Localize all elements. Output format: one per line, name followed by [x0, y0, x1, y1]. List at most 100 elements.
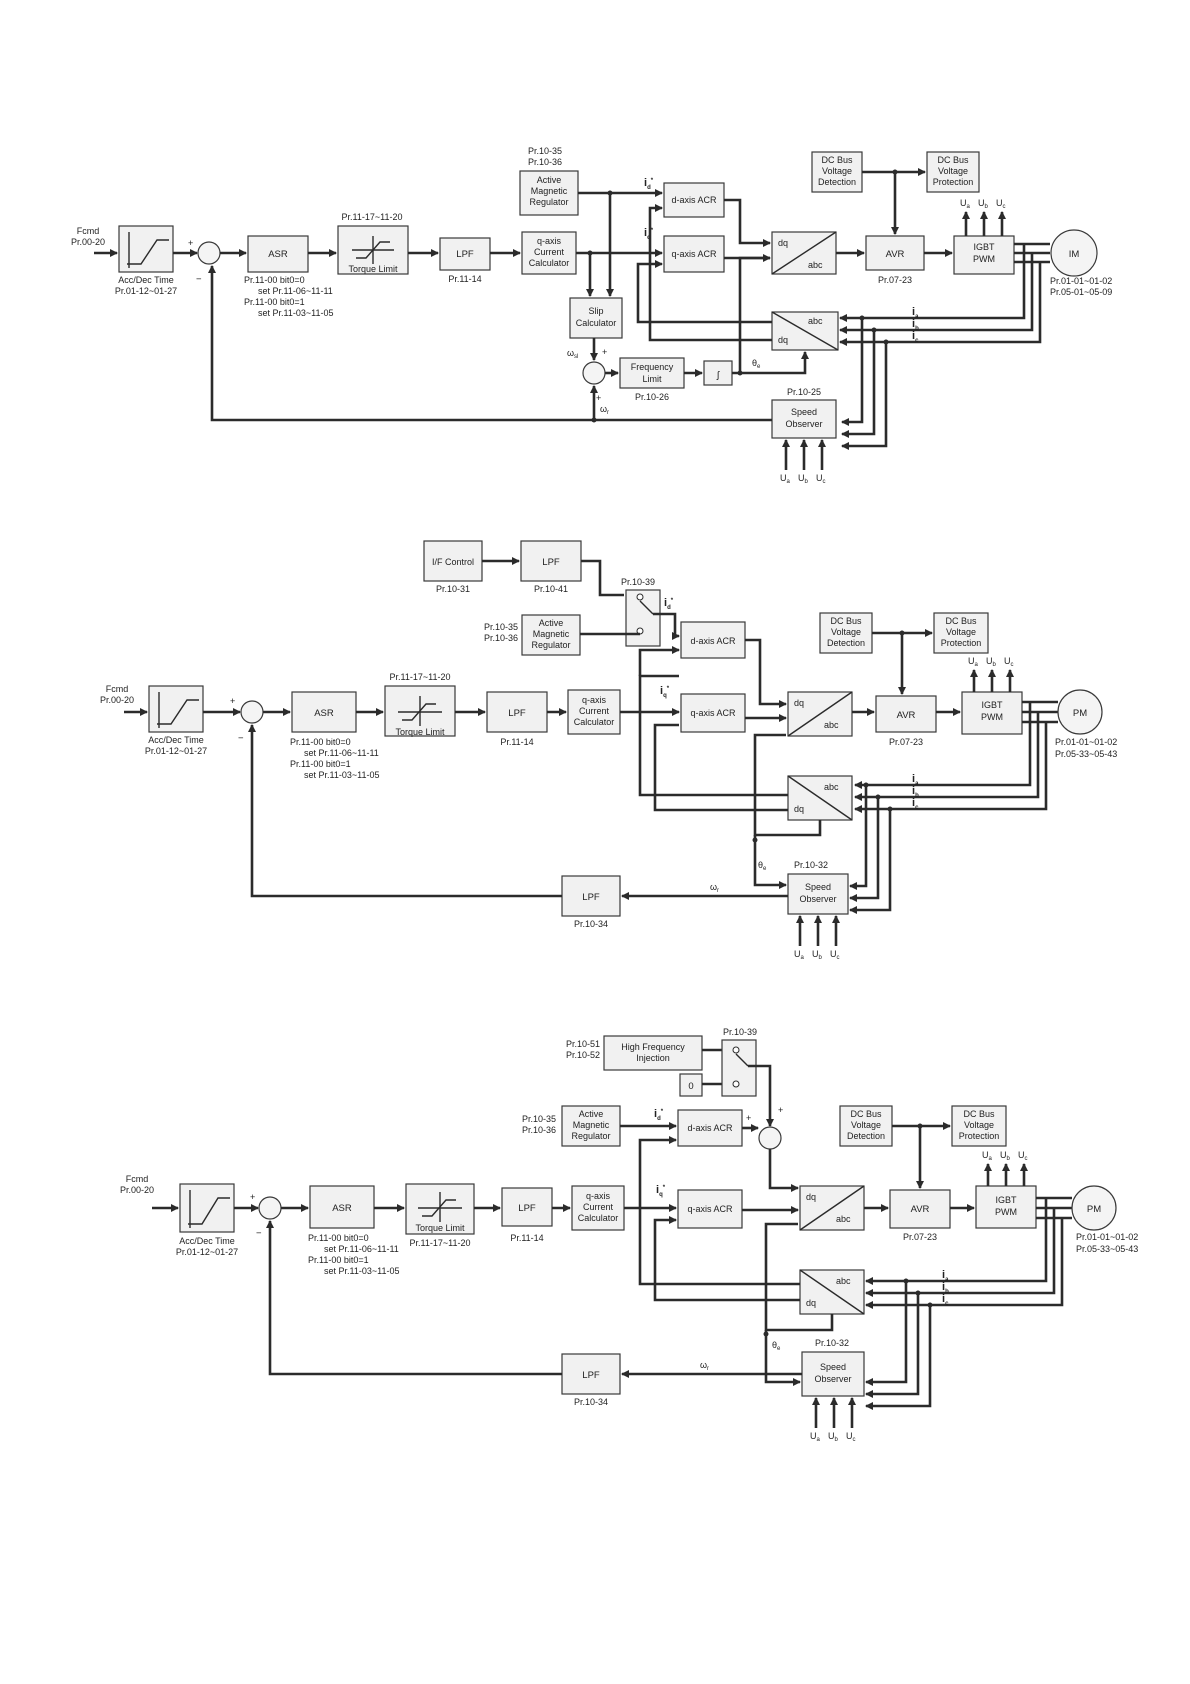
dcprot2-line-1: DC Bus — [945, 616, 977, 626]
svg-text:Ua: Ua — [794, 949, 805, 961]
frequency-limit-block — [619, 357, 685, 389]
torque2-param: Pr.11-17~11-20 — [390, 672, 451, 682]
speed-summing-junction — [197, 241, 221, 265]
high-frequency-injection-block — [603, 1035, 703, 1071]
d-acr2-label: d-axis ACR — [690, 636, 736, 646]
asr3-block — [309, 1185, 375, 1229]
svg-text:ic: ic — [912, 330, 919, 344]
amr3-line-2: Magnetic — [573, 1120, 610, 1130]
avr3-block — [889, 1189, 951, 1229]
lpf-block — [439, 237, 491, 271]
svg-text:+: + — [746, 1113, 751, 1123]
qcalc3-block — [571, 1185, 625, 1231]
svg-text:+: + — [188, 238, 193, 248]
induction-motor — [1050, 229, 1098, 277]
avr2-label: AVR — [897, 710, 916, 721]
asr2-label: ASR — [314, 708, 334, 719]
amr-line-1: Active — [537, 175, 562, 185]
fcmd3-label: Fcmd — [126, 1174, 149, 1184]
amr-param-1: Pr.10-35 — [528, 146, 562, 156]
dcdet-line-2: Voltage — [822, 166, 852, 176]
acc2-label: Acc/Dec Time — [148, 735, 204, 745]
asr-label: ASR — [268, 249, 288, 260]
igbt2-line-2: PWM — [981, 712, 1003, 722]
hfi-param-1: Pr.10-51 — [566, 1039, 600, 1049]
dq3-label: dq — [806, 1192, 816, 1202]
acc-dec-block — [118, 225, 174, 273]
svg-text:Uc: Uc — [1004, 656, 1014, 668]
amr2-line-3: Regulator — [531, 640, 570, 650]
acc-dec-param: Pr.01-12~01-27 — [115, 286, 177, 296]
svg-text:Uc: Uc — [816, 473, 826, 485]
amr3-param-1: Pr.10-35 — [522, 1114, 556, 1124]
speed-observer-block — [771, 399, 837, 439]
pm-motor3-param-2: Pr.05-33~05-43 — [1076, 1244, 1138, 1254]
torque2-label: Torque Limit — [395, 727, 445, 737]
lpf2-param: Pr.10-41 — [534, 584, 568, 594]
dcprot2-block — [933, 612, 989, 654]
igbt-line-1: IGBT — [973, 242, 995, 252]
igbt3-line-1: IGBT — [995, 1195, 1017, 1205]
acc3-label: Acc/Dec Time — [179, 1236, 235, 1246]
avr3-param: Pr.07-23 — [903, 1232, 937, 1242]
qcalc-line-1: q-axis — [537, 236, 562, 246]
torque-limit-param: Pr.11-17~11-20 — [342, 212, 403, 222]
svg-text:Uc: Uc — [996, 198, 1006, 210]
igbt2-block — [961, 691, 1023, 735]
lpf-3-block — [501, 1187, 553, 1227]
dcprot2-line-3: Protection — [941, 638, 982, 648]
lpf3-label: LPF — [582, 892, 600, 903]
obs3-line-1: Speed — [820, 1362, 846, 1372]
svg-text:θe: θe — [772, 1340, 781, 1352]
acc-dec-label: Acc/Dec Time — [118, 275, 174, 285]
svg-text:Ua: Ua — [968, 656, 979, 668]
zero-label: 0 — [688, 1081, 693, 1092]
svg-text:iq*: iq* — [660, 685, 670, 699]
svg-text:Ub: Ub — [978, 198, 989, 210]
dq2b-label: dq — [794, 804, 804, 814]
dcdet3-line-2: Voltage — [851, 1120, 881, 1130]
if-control-param: Pr.10-31 — [436, 584, 470, 594]
avr2-block — [875, 695, 937, 733]
switch-param: Pr.10-39 — [621, 577, 655, 587]
dq2-label: dq — [794, 698, 804, 708]
amr3-line-1: Active — [579, 1109, 604, 1119]
svg-text:id*: id* — [654, 1108, 664, 1122]
speed-observer2-block — [787, 873, 849, 915]
avr3-label: AVR — [911, 1204, 930, 1215]
q-acr2-block — [680, 693, 746, 733]
avr-param: Pr.07-23 — [878, 275, 912, 285]
amr-line-3: Regulator — [529, 197, 568, 207]
pm-motor-param-2: Pr.05-33~05-43 — [1055, 749, 1117, 759]
svg-text:+: + — [230, 696, 235, 706]
hfi-line-1: High Frequency — [621, 1042, 685, 1052]
pm-motor-3 — [1071, 1185, 1117, 1231]
svg-text:Ub: Ub — [812, 949, 823, 961]
asr3-note-2: set Pr.11-06~11-11 — [324, 1244, 399, 1254]
motor-param-2: Pr.05-01~05-09 — [1050, 287, 1112, 297]
svg-text:Ub: Ub — [986, 656, 997, 668]
torque3-param: Pr.11-17~11-20 — [410, 1238, 471, 1248]
qcalc3-line-2: Current — [583, 1202, 614, 1212]
dcdet2-line-1: DC Bus — [830, 616, 862, 626]
igbt2-line-1: IGBT — [981, 700, 1003, 710]
pm-motor-label: PM — [1073, 708, 1087, 719]
svg-text:θe: θe — [752, 358, 761, 370]
dcdet2-line-2: Voltage — [831, 627, 861, 637]
dcdet3-block — [839, 1105, 893, 1147]
lpf3-block — [561, 875, 621, 917]
igbt-line-2: PWM — [973, 254, 995, 264]
switch3-param: Pr.10-39 — [723, 1027, 757, 1037]
abc-label: abc — [808, 260, 823, 270]
amr3-line-3: Regulator — [571, 1131, 610, 1141]
observer3-param: Pr.10-32 — [815, 1338, 849, 1348]
slip-line-1: Slip — [588, 306, 603, 316]
asr2-block — [291, 691, 357, 733]
dcprot-line-2: Voltage — [938, 166, 968, 176]
avr-block — [865, 235, 925, 271]
svg-text:Uc: Uc — [1018, 1150, 1028, 1162]
motor-param-1: Pr.01-01~01-02 — [1050, 276, 1112, 286]
svg-text:Uc: Uc — [846, 1431, 856, 1443]
lpf-3-param: Pr.11-14 — [510, 1233, 543, 1243]
asr3-label: ASR — [332, 1203, 352, 1214]
